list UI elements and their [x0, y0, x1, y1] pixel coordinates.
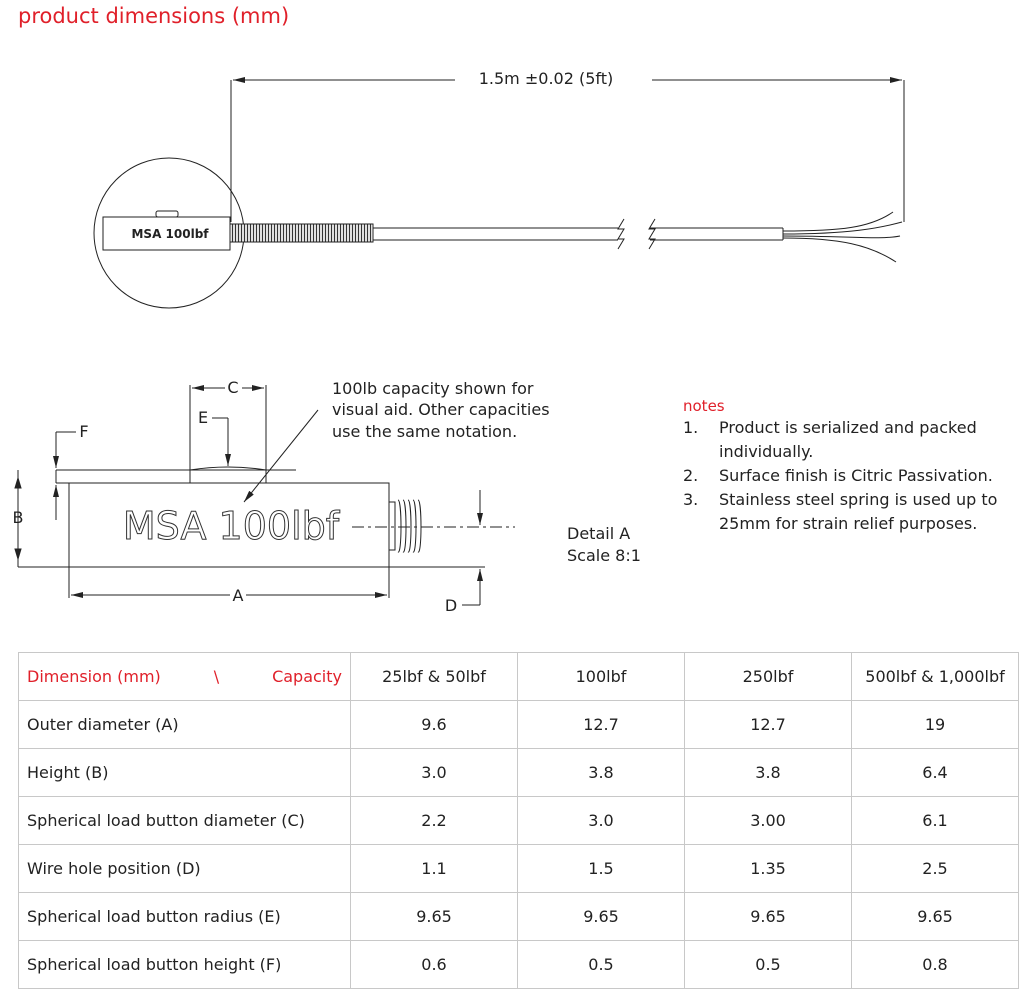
note-number: 3. [683, 490, 699, 509]
cell-value: 6.1 [851, 796, 1019, 845]
note-text: Stainless steel spring is used up to 25m… [719, 490, 998, 533]
cell-value: 0.6 [350, 940, 518, 989]
header-capacity: Capacity [272, 667, 342, 686]
note-item: 2. Surface finish is Citric Passivation. [683, 464, 1027, 488]
note-item: 1. Product is serialized and packed indiv… [683, 416, 1027, 464]
row-label: Outer diameter (A) [18, 700, 351, 749]
cell-value: 3.8 [684, 748, 852, 797]
cell-value: 3.0 [517, 796, 685, 845]
cell-value: 2.2 [350, 796, 518, 845]
row-label: Spherical load button height (F) [18, 940, 351, 989]
cell-value: 19 [851, 700, 1019, 749]
cell-value: 9.65 [350, 892, 518, 941]
wire-ends [782, 211, 903, 263]
callout-line-3: use the same notation. [332, 422, 517, 441]
cell-value: 3.0 [350, 748, 518, 797]
sensor-body [102, 216, 231, 251]
cell-value: 1.1 [350, 844, 518, 893]
header-dimension: Dimension (mm) [27, 667, 161, 686]
sensor-label-small: MSA 100lbf [131, 227, 209, 241]
technical-drawing: 1.5m ±0.02 (5ft) MSA 100lbf MSA 100lbf 1… [13, 69, 905, 615]
cell-value: 0.5 [517, 940, 685, 989]
cell-value: 12.7 [517, 700, 685, 749]
callout-line-1: 100lb capacity shown for [332, 379, 534, 398]
detail-scale: Scale 8:1 [567, 546, 641, 565]
label-f: F [79, 422, 88, 441]
label-b: B [13, 508, 24, 527]
notes-section: notes 1. Product is serialized and packed… [683, 396, 1027, 536]
label-c: C [227, 378, 238, 397]
dimensions-table: Dimension (mm) \ Capacity 25lbf & 50lbf 10… [18, 652, 1019, 989]
note-number: 2. [683, 466, 699, 485]
note-item: 3. Stainless steel spring is used up to 2… [683, 488, 1027, 536]
notes-heading: notes [683, 397, 725, 415]
header-col: 500lbf & 1,000lbf [851, 652, 1019, 701]
cell-value: 6.4 [851, 748, 1019, 797]
strain-relief-spring [229, 223, 374, 243]
cable-length-dimension [230, 77, 905, 222]
cell-value: 3.00 [684, 796, 852, 845]
detail-title: Detail A [567, 524, 630, 543]
callout-line-2: visual aid. Other capacities [332, 400, 550, 419]
cell-value: 9.6 [350, 700, 518, 749]
header-separator: \ [213, 667, 220, 686]
label-d: D [445, 596, 457, 615]
cell-value: 9.65 [851, 892, 1019, 941]
cell-value: 3.8 [517, 748, 685, 797]
header-col: 25lbf & 50lbf [350, 652, 518, 701]
note-text: Product is serialized and packed individ… [719, 418, 977, 461]
cell-value: 2.5 [851, 844, 1019, 893]
row-label: Spherical load button radius (E) [18, 892, 351, 941]
header-col: 100lbf [517, 652, 685, 701]
table-header-row: Dimension (mm) \ Capacity 25lbf & 50lbf 10… [18, 652, 1019, 701]
label-e: E [198, 408, 208, 427]
label-a: A [233, 586, 244, 605]
cell-value: 1.35 [684, 844, 852, 893]
cell-value: 0.5 [684, 940, 852, 989]
row-label: Wire hole position (D) [18, 844, 351, 893]
cable-length-label: 1.5m ±0.02 (5ft) [479, 69, 614, 88]
cell-value: 9.65 [684, 892, 852, 941]
cell-value: 9.65 [517, 892, 685, 941]
note-number: 1. [683, 418, 699, 437]
cell-value: 12.7 [684, 700, 852, 749]
header-dimension-capacity: Dimension (mm) \ Capacity [18, 652, 351, 701]
note-text: Surface finish is Citric Passivation. [719, 466, 993, 485]
sensor-label-large: MSA 100lbf [123, 504, 341, 548]
page-title: product dimensions (mm) [18, 4, 290, 28]
row-label: Height (B) [18, 748, 351, 797]
row-label: Spherical load button diameter (C) [18, 796, 351, 845]
header-col: 250lbf [684, 652, 852, 701]
side-spring [389, 499, 422, 553]
cell-value: 0.8 [851, 940, 1019, 989]
cell-value: 1.5 [517, 844, 685, 893]
